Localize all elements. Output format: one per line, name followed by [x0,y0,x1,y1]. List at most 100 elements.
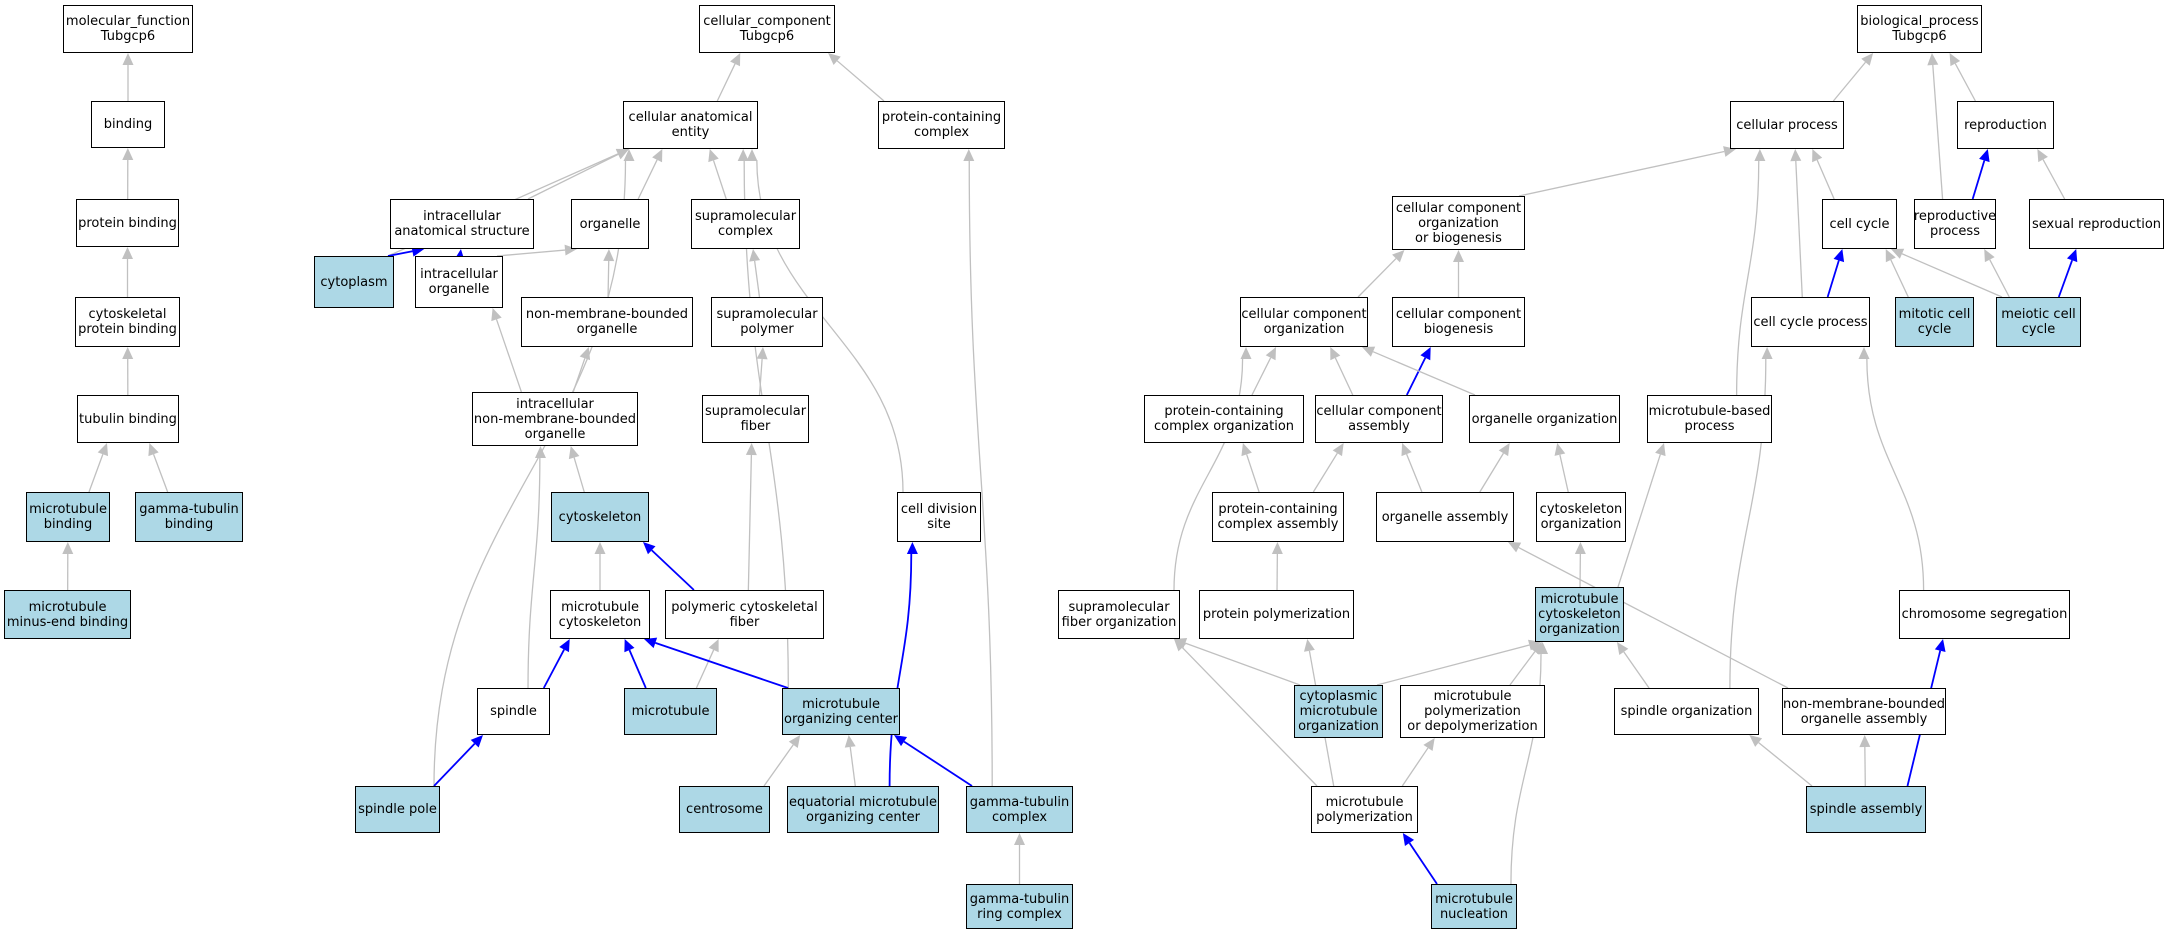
edge-arrowhead [1392,250,1405,263]
go-term-sexual-reproduction[interactable]: sexual reproduction [2029,199,2164,249]
go-term-label-line: ring complex [977,906,1062,922]
edge-is-a [1173,358,1244,591]
go-term-label-line: microtubule [29,502,107,517]
go-term-cell-cycle-process[interactable]: cell cycle process [1751,297,1870,347]
go-term-label-line: organization [1539,622,1620,637]
go-term-label-line: sexual reproduction [2031,216,2162,232]
go-term-spindle[interactable]: spindle [477,688,550,735]
edge-part-of [651,549,695,591]
go-term-label-line: supramolecular [716,307,818,322]
edge-part-of [1826,260,1840,298]
go-term-label-line: complex [913,125,970,140]
edge-arrowhead [1885,249,1896,263]
go-term-spindle-organization[interactable]: spindle organization [1614,688,1759,735]
go-term-label-line: protein polymerization [1202,607,1351,622]
edge-is-a [763,744,794,787]
edge-arrowhead [1174,639,1187,652]
edge-part-of [1408,842,1438,885]
go-term-protein-binding[interactable]: protein binding [76,199,179,247]
go-term-centrosome[interactable]: centrosome [679,786,770,833]
edge-is-a [747,454,753,591]
edge-arrowhead [2037,149,2048,163]
go-term-tubulin-binding[interactable]: tubulin binding [77,395,179,443]
edge-arrowhead [1265,347,1276,361]
go-term-organelle-organization[interactable]: organelle organization [1469,395,1620,443]
edge-is-a [1518,546,1789,689]
go-term-microtubule[interactable]: microtubule [624,688,717,735]
go-term-cytoskeleton[interactable]: cytoskeleton [551,492,649,542]
go-term-organelle-assembly[interactable]: organelle assembly [1376,492,1514,542]
go-term-label-line: reproductive [1913,209,1997,224]
edge-is-a [527,153,619,200]
go-term-spindle-assembly[interactable]: spindle assembly [1806,786,1926,833]
edge-arrowhead [1861,53,1874,66]
edge-arrowhead [906,542,918,554]
go-term-cytoplasm[interactable]: cytoplasm [314,256,394,308]
go-term-spindle-pole[interactable]: spindle pole [355,786,440,833]
go-term-protein-polymerization[interactable]: protein polymerization [1199,590,1354,639]
edge-arrowhead [652,149,663,163]
edge-arrowhead [1332,443,1344,457]
go-term-label-line: microtubule [1299,704,1378,719]
edge-is-a [1518,150,1725,197]
edge-is-a [1401,747,1429,787]
go-term-label-line: polymer [740,322,794,337]
go-term-label-line: binding [43,517,93,532]
edge-arrowhead [1984,249,1995,263]
go-term-cellular-process[interactable]: cellular process [1730,101,1844,149]
go-term-cell-cycle[interactable]: cell cycle [1822,199,1897,249]
edge-is-a [1357,258,1397,298]
go-term-organelle[interactable]: organelle [571,199,649,249]
go-term-reproduction[interactable]: reproduction [1957,101,2054,149]
go-term-chromosome-segregation[interactable]: chromosome segregation [1899,590,2070,639]
go-term-label-line: fiber [729,614,760,630]
go-term-label-line: Tubgcp6 [100,29,156,44]
go-term-label-line: or depolymerization [1407,719,1538,734]
edge-part-of [1406,357,1427,396]
go-term-binding[interactable]: binding [91,101,165,148]
edge-arrowhead [788,735,801,748]
